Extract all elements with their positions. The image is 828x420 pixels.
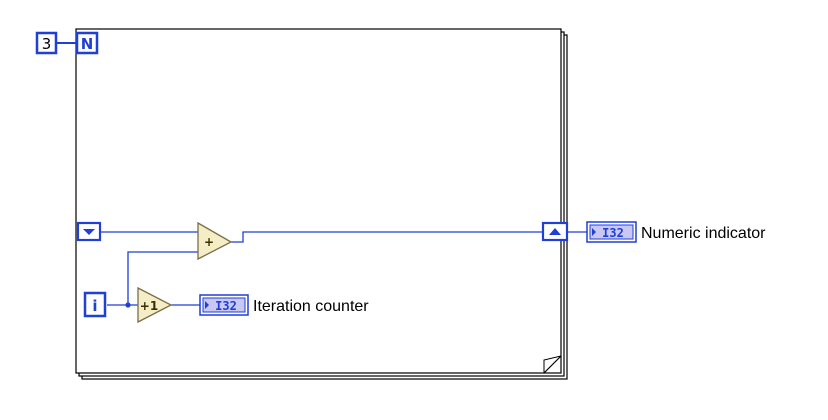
count-terminal-label: N [81, 35, 94, 53]
folded-corner-icon [543, 355, 562, 374]
left-shift-register[interactable] [76, 221, 102, 242]
increment-function[interactable]: +1 [137, 286, 173, 324]
iteration-branch-wire[interactable] [127, 251, 200, 305]
add-function-shape [197, 221, 233, 261]
count-constant[interactable]: 3 [35, 31, 58, 55]
indicator-arrow-icon [205, 301, 209, 309]
iteration-counter-label: Iteration counter [253, 298, 369, 315]
count-constant-value: 3 [42, 35, 52, 53]
sum-wire[interactable] [231, 231, 542, 243]
iteration-counter-type: I32 [215, 299, 237, 313]
increment-function-shape [137, 286, 173, 324]
count-terminal[interactable]: N [75, 31, 99, 55]
down-arrow-icon [83, 229, 95, 235]
right-shift-register[interactable] [541, 221, 569, 242]
wires[interactable] [100, 231, 588, 308]
up-arrow-icon [549, 228, 561, 235]
iteration-counter-indicator[interactable]: I32 [199, 294, 249, 316]
numeric-indicator[interactable]: I32 [586, 221, 637, 243]
add-function[interactable]: + [197, 221, 233, 261]
increment-symbol: +1 [140, 299, 158, 313]
for-loop-border[interactable] [75, 28, 562, 374]
iteration-terminal[interactable]: i [83, 291, 107, 318]
indicator-arrow-icon [592, 228, 596, 236]
iteration-terminal-label: i [92, 297, 97, 315]
numeric-indicator-label: Numeric indicator [641, 225, 766, 242]
add-symbol: + [204, 235, 214, 249]
numeric-indicator-type: I32 [602, 226, 624, 240]
wire-junction-dot [125, 302, 131, 308]
for-loop[interactable] [75, 28, 568, 380]
